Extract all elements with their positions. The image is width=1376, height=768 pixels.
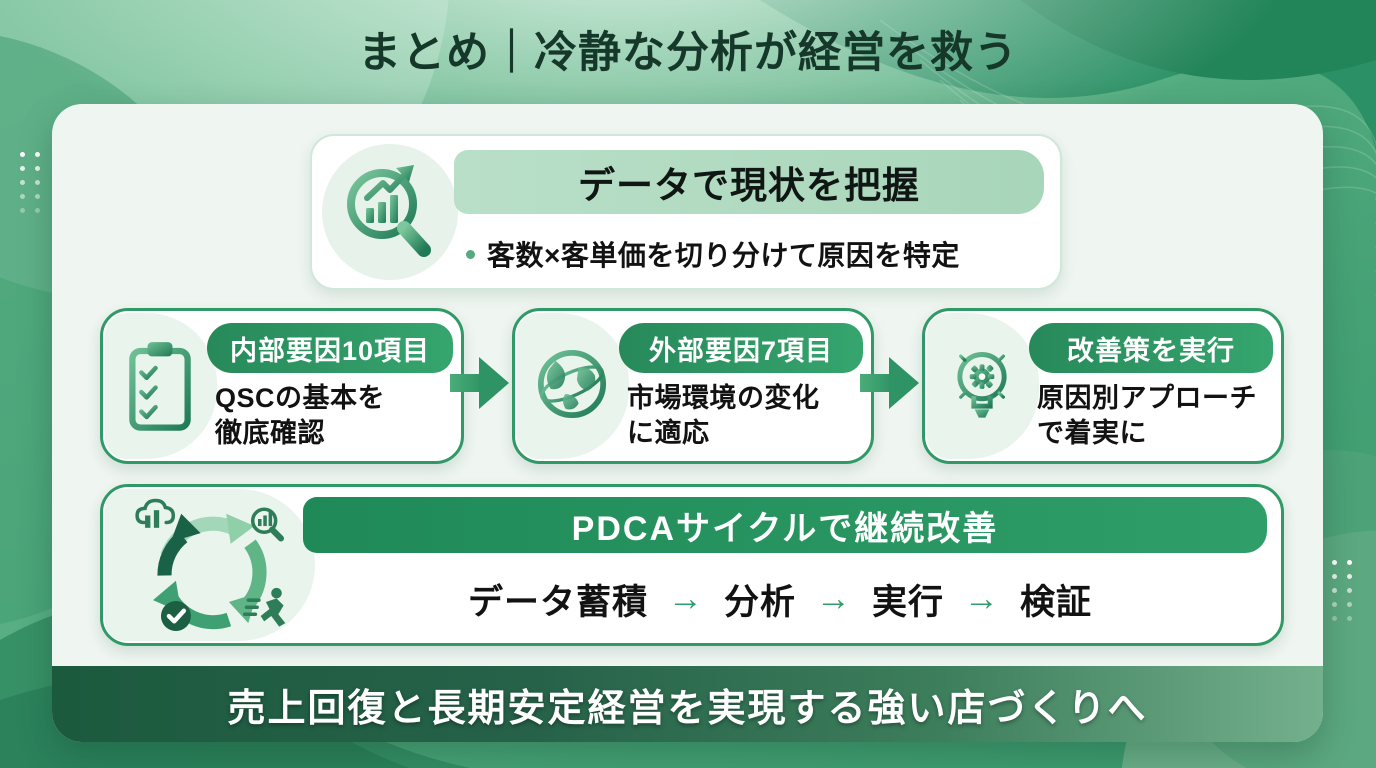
factor-badge: 外部要因7項目 <box>619 323 863 373</box>
main-card: データで現状を把握 客数×客単価を切り分けて原因を特定 <box>52 104 1323 742</box>
factor-line-2: に適応 <box>627 418 710 449</box>
icon-backdrop-blob <box>105 313 217 459</box>
factor-line-1: 市場環境の変化 <box>627 383 820 413</box>
pdca-flow-step: 実行 <box>872 582 945 622</box>
flow-arrow-icon <box>860 355 920 411</box>
globe-icon <box>531 335 613 433</box>
pdca-flow-step: データ蓄積 <box>467 582 648 622</box>
step-bullet-text: 客数×客単価を切り分けて原因を特定 <box>487 240 960 271</box>
pdca-box: PDCAサイクルで継続改善 データ蓄積 → 分析 → 実行 → 検証 <box>100 484 1284 646</box>
pdca-heading: PDCAサイクルで継続改善 <box>303 497 1267 553</box>
icon-backdrop-blob <box>517 313 629 459</box>
flow-arrow-glyph: → <box>816 579 852 618</box>
pdca-flow-step: 検証 <box>1020 582 1093 622</box>
step-heading-pill: データで現状を把握 <box>454 150 1044 214</box>
factor-line-1: QSCの基本を <box>215 383 386 413</box>
factor-badge: 内部要因10項目 <box>207 323 453 373</box>
factor-box-internal: 内部要因10項目 QSCの基本を 徹底確認 <box>100 308 464 464</box>
factor-badge: 改善策を実行 <box>1029 323 1273 373</box>
dot-grid-right <box>1332 560 1352 621</box>
pdca-cycle-icon <box>119 489 307 639</box>
factor-box-external: 外部要因7項目 市場環境の変化 に適応 <box>512 308 874 464</box>
lightbulb-gear-icon <box>941 335 1023 433</box>
step-bullet: 客数×客単価を切り分けて原因を特定 <box>464 230 1046 278</box>
dot-grid-left <box>20 152 40 213</box>
factor-description: 原因別アプローチ で着実に <box>1037 381 1273 451</box>
clipboard-checklist-icon <box>119 335 201 433</box>
factor-line-2: で着実に <box>1037 418 1147 449</box>
magnifier-trend-chart-icon <box>338 158 442 268</box>
step-data-overview-box: データで現状を把握 客数×客単価を切り分けて原因を特定 <box>310 134 1062 290</box>
bullet-dot-icon <box>466 249 475 259</box>
factor-line-1: 原因別アプローチ <box>1037 383 1257 413</box>
conclusion-banner: 売上回復と長期安定経営を実現する強い店づくりへ <box>52 666 1323 742</box>
pdca-flow: データ蓄積 → 分析 → 実行 → 検証 <box>293 567 1267 631</box>
flow-arrow-icon <box>450 355 510 411</box>
factor-description: QSCの基本を 徹底確認 <box>215 381 453 451</box>
page-title: まとめ｜冷静な分析が経営を救う <box>358 29 1018 77</box>
factor-description: 市場環境の変化 に適応 <box>627 381 863 451</box>
pdca-flow-step: 分析 <box>723 582 796 622</box>
flow-arrow-glyph: → <box>667 579 704 618</box>
factor-box-improvement: 改善策を実行 原因別アプローチ で着実に <box>922 308 1284 464</box>
flow-arrow-glyph: → <box>964 579 1001 618</box>
factor-line-2: 徹底確認 <box>215 418 325 449</box>
